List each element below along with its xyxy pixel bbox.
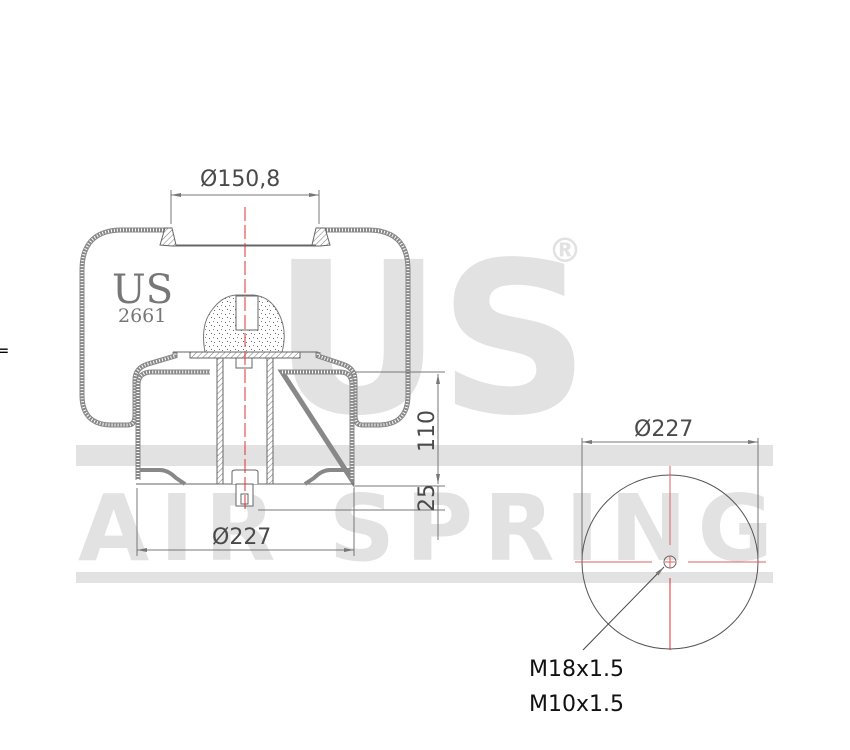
side-view-dimensions <box>136 190 445 556</box>
side-view <box>79 207 411 512</box>
dim-piston-diameter: Ø227 <box>212 525 271 550</box>
watermark-logo: US <box>272 217 586 462</box>
top-bead <box>159 227 331 247</box>
watermark: US ® AIR SPRING <box>76 217 773 583</box>
part-brand: US <box>112 267 173 313</box>
watermark-band-bottom <box>76 572 773 583</box>
callout-thread-m18: M18x1.5 <box>529 657 624 682</box>
watermark-band-text: AIR SPRING <box>78 475 773 582</box>
callout-leader <box>582 566 665 651</box>
registered-mark: ® <box>548 231 582 271</box>
dim-stud-length: 25 <box>415 484 440 512</box>
dim-top-plate-diameter: Ø150,8 <box>200 167 280 192</box>
dim-bottom-diameter: Ø227 <box>634 417 693 442</box>
part-number: 2661 <box>118 305 166 327</box>
edge-mark: = <box>0 341 9 360</box>
callout-thread-m10: M10x1.5 <box>529 692 624 717</box>
bottom-view <box>575 438 766 651</box>
watermark-band-top <box>76 445 773 466</box>
central-tube <box>216 357 224 485</box>
dim-piston-height: 110 <box>415 410 440 452</box>
